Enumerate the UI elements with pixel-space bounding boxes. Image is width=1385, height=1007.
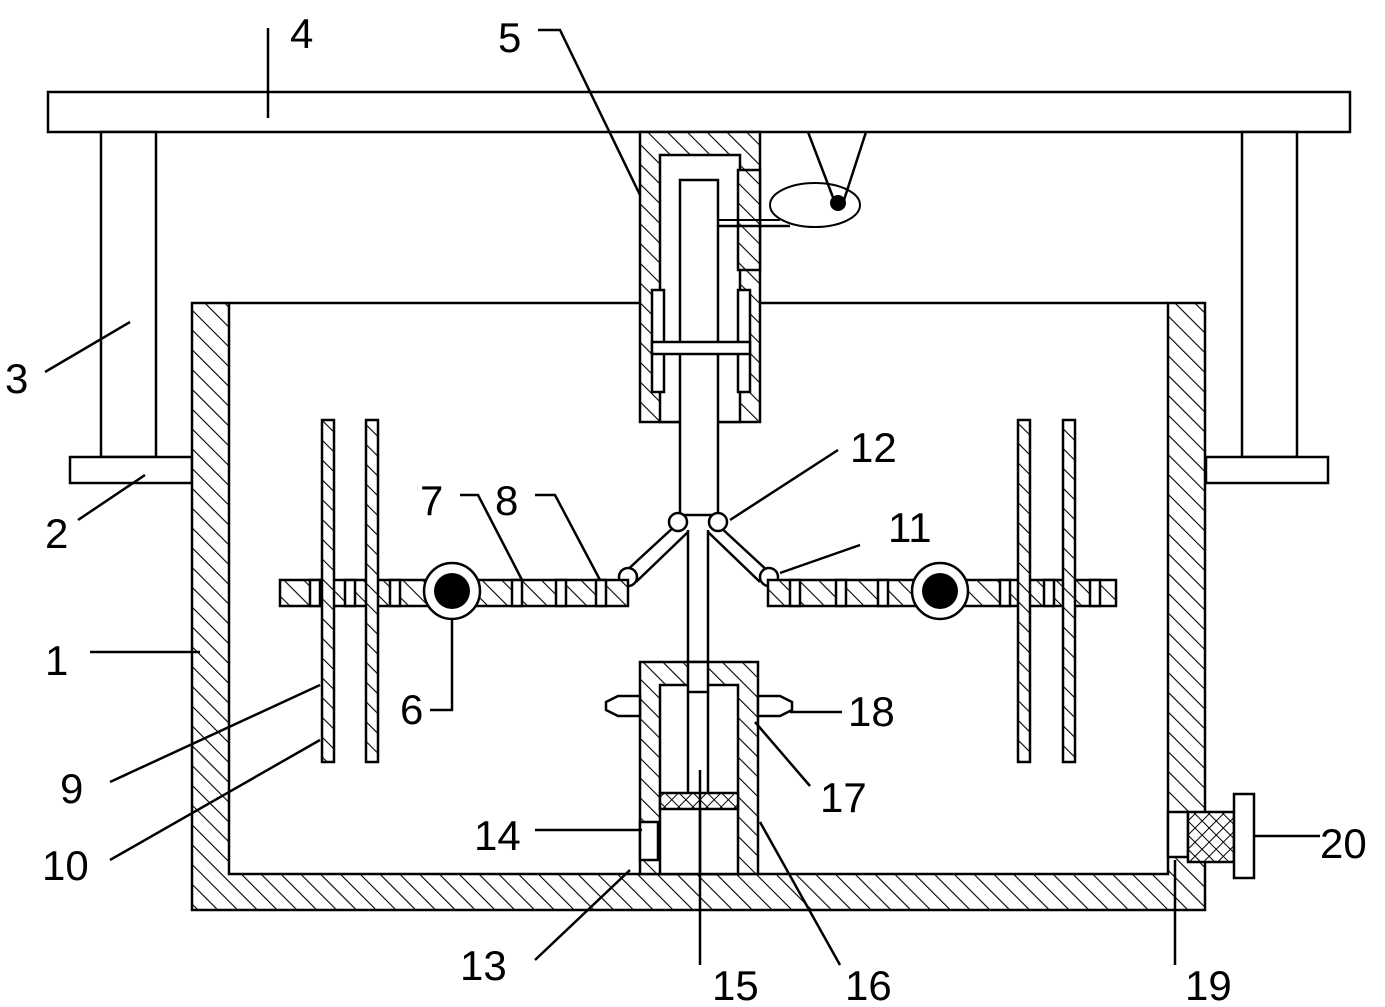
label-13: 13 xyxy=(460,942,507,989)
left-nozzle xyxy=(604,694,642,718)
label-6: 6 xyxy=(400,686,423,733)
label-2: 2 xyxy=(45,510,68,557)
right-post xyxy=(1240,130,1299,459)
right-linkage-arm-a xyxy=(717,524,771,574)
right-blade-1 xyxy=(1016,418,1032,764)
label-10: 10 xyxy=(42,842,89,889)
left-plate-holes xyxy=(308,578,608,608)
right-mount-plate xyxy=(1204,455,1330,485)
label-18: 18 xyxy=(848,688,895,735)
left-mount-plate xyxy=(68,455,194,485)
right-linkage-arm-b xyxy=(707,531,761,583)
label-7: 7 xyxy=(420,477,443,524)
label-5: 5 xyxy=(498,14,521,61)
drain-valve-body xyxy=(1186,810,1236,864)
cam-pivot xyxy=(830,195,846,211)
top-beam xyxy=(46,90,1352,134)
left-blade-1 xyxy=(320,418,336,764)
upper-piston-collar xyxy=(650,340,752,356)
left-linkage-arm-b xyxy=(635,531,689,583)
right-blade-2 xyxy=(1061,418,1077,764)
cam-arm-right xyxy=(842,131,868,201)
left-linkage-arm-a xyxy=(623,524,677,574)
label-1: 1 xyxy=(45,637,68,684)
right-nozzle xyxy=(756,694,794,718)
label-4: 4 xyxy=(290,10,313,57)
cam-arm-left xyxy=(806,131,836,201)
right-top-hinge xyxy=(707,511,729,533)
label-8: 8 xyxy=(495,477,518,524)
label-20: 20 xyxy=(1320,820,1367,867)
left-top-hinge xyxy=(667,511,689,533)
label-12: 12 xyxy=(850,424,897,471)
right-plate-holes xyxy=(788,578,1102,608)
left-blade-2 xyxy=(364,418,380,764)
drain-valve-cap xyxy=(1232,792,1256,880)
label-3: 3 xyxy=(5,355,28,402)
label-9: 9 xyxy=(60,765,83,812)
label-19: 19 xyxy=(1185,962,1232,1007)
label-17: 17 xyxy=(820,774,867,821)
leader-lines xyxy=(44,28,1320,966)
inlet-slot xyxy=(638,820,660,862)
label-11: 11 xyxy=(888,504,932,551)
label-14: 14 xyxy=(474,812,521,859)
right-pivot xyxy=(922,573,958,609)
label-16: 16 xyxy=(845,962,892,1007)
left-pivot xyxy=(434,573,470,609)
lower-piston-rod-housing xyxy=(686,660,710,694)
label-15: 15 xyxy=(712,962,759,1007)
drain-outlet xyxy=(1166,810,1190,859)
cam-disc xyxy=(769,182,861,228)
left-post xyxy=(99,130,158,459)
